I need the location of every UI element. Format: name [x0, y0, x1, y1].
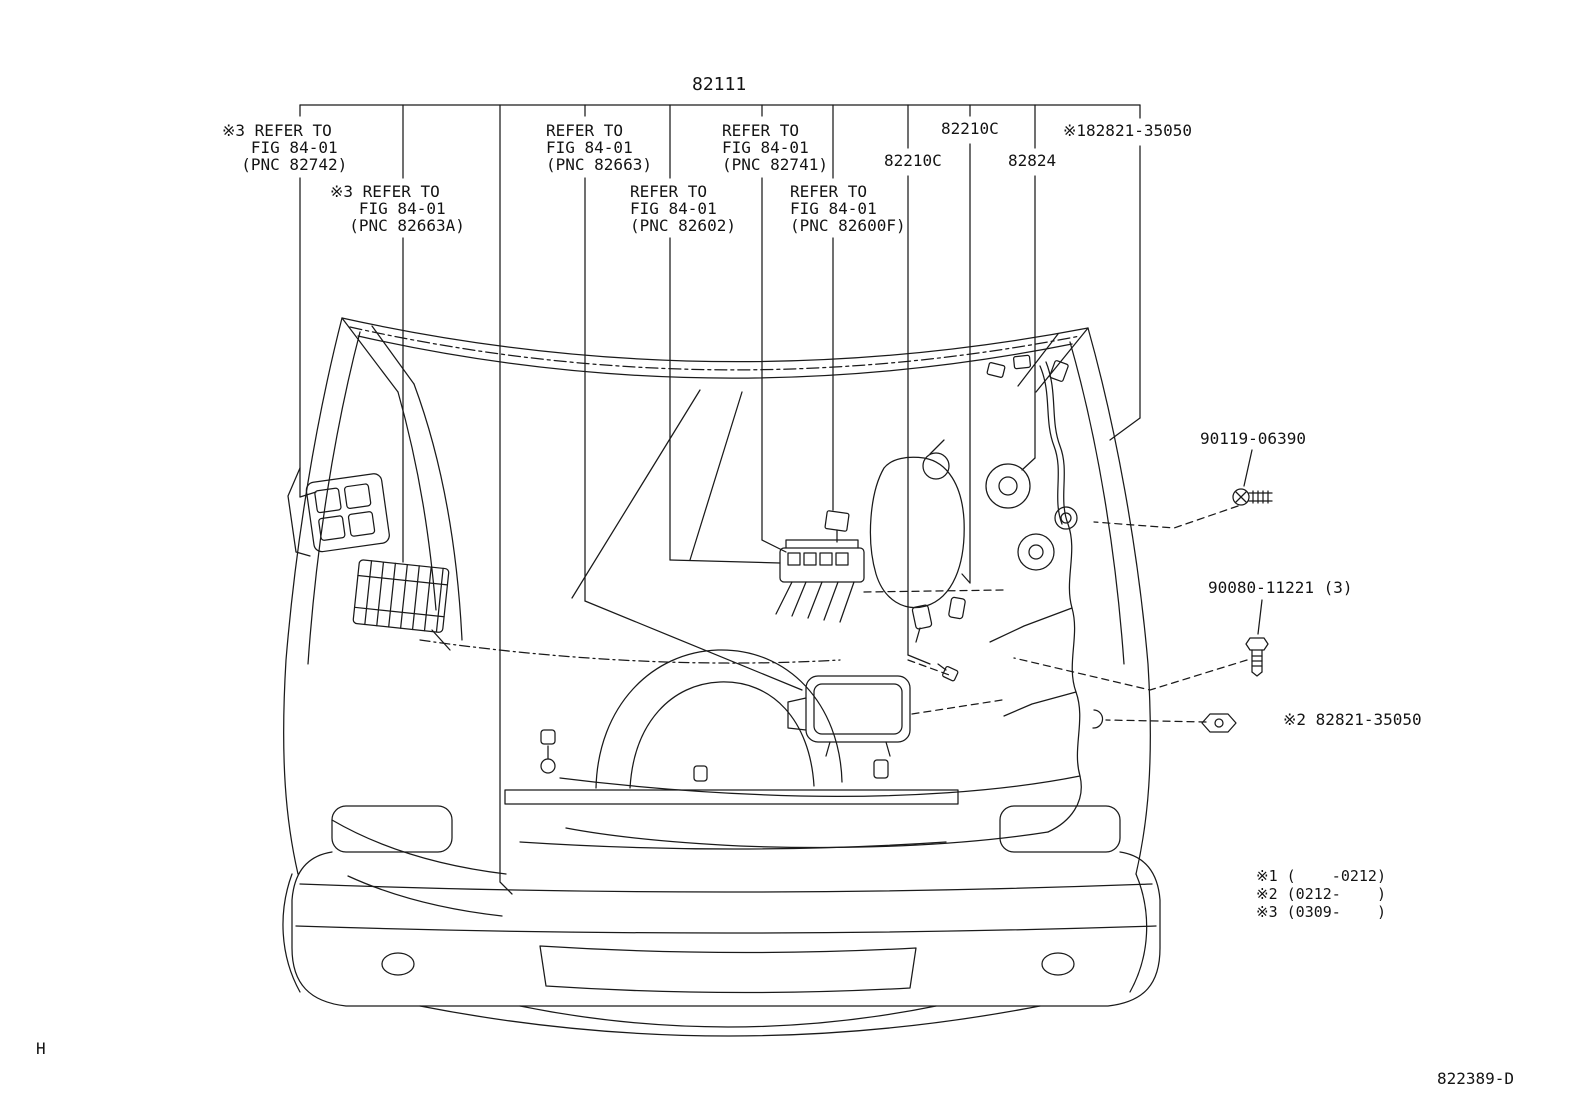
bolt-icon	[1245, 599, 1269, 677]
part-label-82111: 82111	[692, 74, 747, 95]
front-bumper	[291, 805, 1161, 1037]
screw-icon	[1232, 449, 1273, 506]
part-label-82210c-upper: 82210C	[941, 119, 999, 138]
part-label-82210c-lower: 82210C	[884, 151, 942, 170]
ref-label-pnc-82742: ※3 REFER TO FIG 84-01 (PNC 82742)	[222, 121, 348, 174]
applicability-legend: ※1 ( -0212) ※2 (0212- ) ※3 (0309- )	[1256, 867, 1386, 921]
part-label-90119: 90119-06390	[1200, 429, 1306, 448]
part-label-82821-top: ※182821-35050	[1063, 121, 1192, 140]
ref-label-pnc-82663: REFER TO FIG 84-01 (PNC 82663)	[546, 121, 652, 174]
part-label-90080: 90080-11221 (3)	[1208, 578, 1353, 597]
ref-label-pnc-82600f: REFER TO FIG 84-01 (PNC 82600F)	[790, 182, 906, 235]
ecu-box	[787, 675, 911, 757]
vehicle-body-outline	[282, 317, 1151, 993]
ref-label-pnc-82741: REFER TO FIG 84-01 (PNC 82741)	[722, 121, 828, 174]
part-label-82824: 82824	[1008, 151, 1057, 170]
engine-bay-components	[287, 354, 1069, 782]
reservoir	[869, 439, 965, 609]
drawing-number: 822389-D	[1437, 1069, 1515, 1088]
nut-icon	[1201, 713, 1237, 733]
part-label-82821-mid: ※2 82821-35050	[1283, 710, 1422, 729]
ref-label-pnc-82663a: ※3 REFER TO FIG 84-01 (PNC 82663A)	[330, 182, 465, 235]
dashed-leaders	[863, 505, 1248, 723]
junction-block	[352, 559, 450, 633]
radiator-support	[419, 639, 959, 850]
fuse-block	[775, 539, 865, 623]
wiring-harness	[331, 361, 1104, 917]
leader-lines	[299, 104, 1141, 895]
page-marker: H	[36, 1039, 46, 1058]
relay-box	[305, 473, 390, 553]
ref-label-pnc-82602: REFER TO FIG 84-01 (PNC 82602)	[630, 182, 736, 235]
fastener-icons	[1201, 449, 1273, 733]
